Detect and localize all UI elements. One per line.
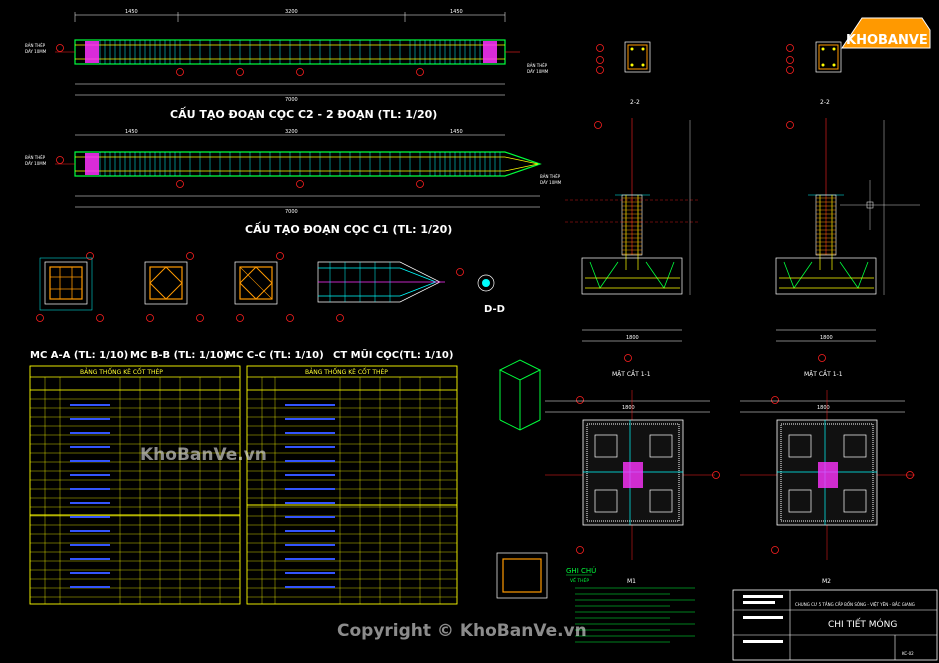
callout-circle xyxy=(596,66,604,74)
pile-c1-elevation: 1450 3200 1450 BẢN THÉP DÀY 10MM BẢN THÉ… xyxy=(25,129,562,215)
callout-circle xyxy=(236,314,244,322)
title-section-2-2: 2-2 xyxy=(820,99,830,106)
title-m2: M2 xyxy=(822,578,831,585)
callout-circle xyxy=(296,68,304,76)
table-title: BẢNG THỐNG KÊ CỐT THÉP xyxy=(305,368,388,376)
footing-section-1-1-right: 1800 xyxy=(775,118,920,342)
callout-circle xyxy=(576,546,584,554)
title-mc-aa: MC A-A (TL: 1/10) xyxy=(30,350,128,361)
callout-circle xyxy=(196,314,204,322)
title-ct-mui-coc: CT MŨI CỌC(TL: 1/10) xyxy=(333,348,453,361)
callout-circle xyxy=(416,68,424,76)
callout-circle xyxy=(286,314,294,322)
section-a-a xyxy=(39,257,93,311)
callout-circle xyxy=(596,56,604,64)
callout-circle xyxy=(86,252,94,260)
callout-circle xyxy=(296,180,304,188)
drawing-name: CHI TIẾT MÓNG xyxy=(828,618,897,630)
day-label: DÀY 10MM xyxy=(540,180,562,185)
title-section-2-2: 2-2 xyxy=(630,99,640,106)
callout-circle xyxy=(236,68,244,76)
rebar-table-right: BẢNG THỐNG KÊ CỐT THÉP xyxy=(246,365,458,605)
pile-cap-3d-sketch xyxy=(498,359,542,431)
day-label: DÀY 10MM xyxy=(25,49,47,54)
column-section-2-2-left xyxy=(624,41,651,73)
column-section-2-2-right xyxy=(815,41,842,73)
callout-circle xyxy=(36,314,44,322)
dim-3200: 3200 xyxy=(285,9,298,15)
callout-circle xyxy=(786,121,794,129)
title-pile-c2: CẤU TẠO ĐOẠN CỌC C2 - 2 ĐOẠN (TL: 1/20) xyxy=(170,106,437,121)
title-mat-cat-1-1: MẶT CẮT 1-1 xyxy=(612,370,651,378)
notes-subheading: VỀ THÉP xyxy=(570,576,589,584)
callout-circle xyxy=(818,354,826,362)
callout-circle xyxy=(771,396,779,404)
section-b-b xyxy=(144,261,188,305)
callout-circle xyxy=(186,252,194,260)
dim-total: 7000 xyxy=(285,97,298,103)
section-c-c xyxy=(234,261,278,305)
ban-thep-label: BẢN THÉP xyxy=(25,43,46,48)
title-mc-cc: MC C-C (TL: 1/10) xyxy=(226,350,324,361)
callout-circle xyxy=(786,56,794,64)
logo-watermark: KHOBANVE xyxy=(841,17,931,49)
title-block: CHUNG CƯ 5 TẦNG CẤP BỐN SÔNG - VIỆT YÊN … xyxy=(732,589,938,661)
pile-tip-detail xyxy=(317,261,445,303)
callout-circle xyxy=(56,44,64,52)
callout-circle xyxy=(176,180,184,188)
callout-circle xyxy=(176,68,184,76)
ban-thep-label: BẢN THÉP xyxy=(527,63,548,68)
dim-1800: 1800 xyxy=(817,405,830,411)
callout-markers xyxy=(36,44,914,554)
dim-1800: 1800 xyxy=(626,335,639,341)
callout-circle xyxy=(786,44,794,52)
callout-circle xyxy=(96,314,104,322)
callout-circle xyxy=(576,396,584,404)
callout-circle xyxy=(276,252,284,260)
callout-circle xyxy=(771,546,779,554)
watermark-mid: KhoBanVe.vn xyxy=(140,445,267,465)
notes: GHI CHÚ VỀ THÉP xyxy=(566,566,695,643)
callout-circle xyxy=(624,354,632,362)
day-label: DÀY 10MM xyxy=(527,69,549,74)
title-d-d: D-D xyxy=(484,304,505,315)
dim-1450-left: 1450 xyxy=(125,9,138,15)
callout-circle xyxy=(594,121,602,129)
logo-text: KHOBANVE xyxy=(846,33,928,48)
table-title: BẢNG THỐNG KÊ CỐT THÉP xyxy=(80,368,163,376)
column-section-small xyxy=(496,552,548,599)
title-mat-cat-1-1: MẶT CẮT 1-1 xyxy=(804,370,843,378)
title-mc-bb: MC B-B (TL: 1/10) xyxy=(130,350,228,361)
day-label: DÀY 10MM xyxy=(25,161,47,166)
section-d-d xyxy=(477,274,495,292)
ban-thep-label: BẢN THÉP xyxy=(540,174,561,179)
callout-circle xyxy=(416,180,424,188)
dim-1800: 1800 xyxy=(820,335,833,341)
pile-c2-elevation: 1450 3200 1450 BẢN THÉP DÀY 10MM BẢN THÉ… xyxy=(25,9,549,103)
callout-circle xyxy=(56,156,64,164)
callout-circle xyxy=(146,314,154,322)
dim-total: 7000 xyxy=(285,209,298,215)
dim-1450-right: 1450 xyxy=(450,9,463,15)
title-pile-c1: CẤU TẠO ĐOẠN CỌC C1 (TL: 1/20) xyxy=(245,221,452,236)
callout-circle xyxy=(336,314,344,322)
dim-1450-right: 1450 xyxy=(450,129,463,135)
title-m1: M1 xyxy=(627,578,636,585)
footing-section-1-1-left: 1800 xyxy=(565,118,700,342)
dim-3200: 3200 xyxy=(285,129,298,135)
dim-1800: 1800 xyxy=(622,405,635,411)
project-name: CHUNG CƯ 5 TẦNG CẤP BỐN SÔNG - VIỆT YÊN … xyxy=(795,602,915,607)
rebar-table-left: BẢNG THỐNG KÊ CỐT THÉP xyxy=(29,365,241,605)
sheet-number: KC-02 xyxy=(902,651,914,656)
callout-circle xyxy=(596,44,604,52)
footing-plan-m1: 1800 xyxy=(545,390,715,560)
ban-thep-label: BẢN THÉP xyxy=(25,155,46,160)
notes-heading: GHI CHÚ xyxy=(566,566,596,575)
callout-circle xyxy=(786,66,794,74)
callout-circle xyxy=(456,268,464,276)
dim-1450-left: 1450 xyxy=(125,129,138,135)
footing-plan-m2: 1800 xyxy=(740,390,915,560)
watermark-copyright: Copyright © KhoBanVe.vn xyxy=(337,621,587,641)
